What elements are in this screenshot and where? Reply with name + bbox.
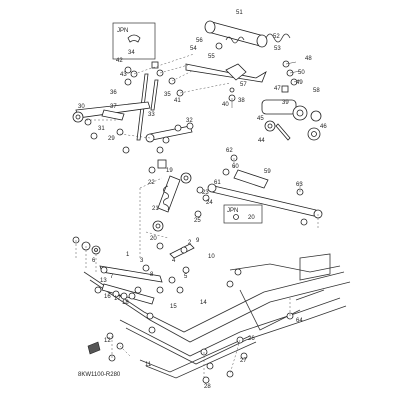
callout-54: 54 <box>190 46 197 52</box>
callout-11: 11 <box>145 362 152 368</box>
callout-44: 44 <box>258 138 265 144</box>
callout-23: 23 <box>202 190 209 196</box>
callout-5: 5 <box>184 274 188 280</box>
callout-8: 8 <box>150 272 154 278</box>
callout-46: 46 <box>320 124 327 130</box>
callout-7: 7 <box>110 274 114 280</box>
callout-3: 3 <box>140 258 144 264</box>
callout-61: 61 <box>214 180 221 186</box>
callout-10: 10 <box>208 254 215 260</box>
jpn-box-top-label: JPN <box>117 28 128 34</box>
jpn-box-middle-part: 20 <box>248 215 255 221</box>
callout-38: 38 <box>238 98 245 104</box>
callout-19: 19 <box>166 168 173 174</box>
callout-4: 4 <box>172 258 176 264</box>
jpn-box-top-part: 34 <box>128 50 135 56</box>
callout-17: 17 <box>114 296 121 302</box>
callout-49: 49 <box>296 80 303 86</box>
callout-9: 9 <box>196 238 200 244</box>
callout-43: 43 <box>120 72 127 78</box>
callout-24: 24 <box>206 200 213 206</box>
callout-37: 37 <box>110 104 117 110</box>
callout-47: 47 <box>274 86 281 92</box>
upper-link-assembly <box>72 53 231 154</box>
callout-14: 14 <box>200 300 207 306</box>
callout-30: 30 <box>78 104 85 110</box>
callout-29: 29 <box>108 136 115 142</box>
callout-28: 28 <box>204 384 211 390</box>
callout-48: 48 <box>305 56 312 62</box>
callout-13: 13 <box>100 278 107 284</box>
callout-labels: 51 52 53 54 55 56 57 58 48 50 49 47 39 3… <box>78 10 327 390</box>
callout-18: 18 <box>122 300 129 306</box>
callout-26: 26 <box>248 336 255 342</box>
callout-12: 12 <box>104 338 111 344</box>
callout-39: 39 <box>282 100 289 106</box>
callout-53: 53 <box>274 46 281 52</box>
callout-59: 59 <box>264 169 271 175</box>
callout-51: 51 <box>236 10 243 16</box>
jpn-box-middle-label: JPN <box>227 208 238 214</box>
callout-58: 58 <box>313 88 320 94</box>
callout-33: 33 <box>148 112 155 118</box>
callout-27: 27 <box>240 358 247 364</box>
callout-35: 35 <box>164 92 171 98</box>
callout-56: 56 <box>196 38 203 44</box>
callout-25: 25 <box>194 218 201 224</box>
callout-50: 50 <box>298 70 305 76</box>
callout-42: 42 <box>116 58 123 64</box>
callout-55: 55 <box>208 54 215 60</box>
callout-16: 16 <box>104 294 111 300</box>
callout-64: 64 <box>296 318 303 324</box>
upper-arm-assembly <box>185 20 322 141</box>
callout-1: 1 <box>126 252 130 258</box>
callout-21: 21 <box>152 206 159 212</box>
callout-40: 40 <box>222 102 229 108</box>
callout-2: 2 <box>188 240 192 246</box>
lower-frame-assembly <box>72 236 351 384</box>
callout-62: 62 <box>226 148 233 154</box>
drawing-code: 8KW1100-R280 <box>78 372 121 378</box>
jpn-box-middle: JPN 20 <box>223 204 263 224</box>
callout-20: 20 <box>150 236 157 242</box>
callout-52: 52 <box>273 34 280 40</box>
shock-absorber-assembly <box>139 154 323 258</box>
callout-41: 41 <box>174 98 181 104</box>
jpn-box-top: JPN 34 <box>112 22 156 60</box>
callout-15: 15 <box>170 304 177 310</box>
callout-36: 36 <box>110 90 117 96</box>
callout-60: 60 <box>232 164 239 170</box>
callout-63: 63 <box>296 182 303 188</box>
callout-45: 45 <box>257 116 264 122</box>
callout-6: 6 <box>92 258 96 264</box>
callout-32: 32 <box>186 118 193 124</box>
callout-57: 57 <box>240 82 247 88</box>
callout-31: 31 <box>98 126 105 132</box>
callout-22: 22 <box>148 180 155 186</box>
